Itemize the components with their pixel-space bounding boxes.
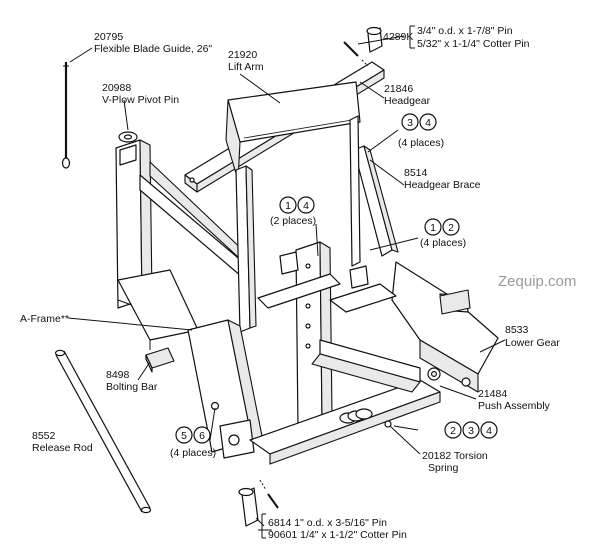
label-part-number: 20182 Torsion	[422, 450, 488, 462]
label-cotter-spec: 90601 1/4" x 1-1/2" Cotter Pin	[268, 529, 407, 541]
callout-5-6-bottom: 5 6	[175, 426, 211, 444]
callout-number: 5	[181, 430, 187, 442]
callout-circle	[444, 421, 462, 439]
mounting-lugs	[279, 251, 471, 315]
label-quantity: (4 places)	[170, 447, 216, 459]
label-quantity: (2 places)	[270, 215, 316, 227]
label-part-name: Release Rod	[32, 442, 93, 454]
label-pin-spec: 6814 1" o.d. x 3-5/16" Pin	[268, 517, 387, 529]
callout-circle	[480, 421, 498, 439]
headgear-part	[225, 81, 361, 181]
callout-1-4-mid: 1 4	[279, 196, 315, 214]
label-part-number: 8498	[106, 369, 130, 381]
label-quantity: (4 places)	[398, 137, 444, 149]
leader-lines	[67, 35, 506, 531]
callout-number: 4	[486, 425, 492, 437]
top-pin-part	[343, 26, 383, 67]
push-assembly-part	[249, 283, 441, 465]
a-frame-part	[115, 131, 251, 350]
label-part-number: 20988	[102, 82, 131, 94]
callout-circle	[279, 196, 297, 214]
label-part-number: 4289K	[383, 31, 413, 43]
callout-number: 3	[407, 117, 413, 129]
label-part-number: 20795	[94, 31, 123, 43]
label-part-name: Flexible Blade Guide, 26"	[94, 43, 212, 55]
label-part-name: Headgear Brace	[404, 179, 481, 191]
callout-number: 1	[285, 200, 291, 212]
left-side-plate-part	[187, 319, 263, 459]
label-part-name: Push Assembly	[478, 400, 551, 412]
label-part-name: Lift Arm	[228, 61, 264, 73]
headgear-brace-part	[235, 115, 399, 333]
callout-1-2-right: 1 2	[424, 218, 460, 236]
flexible-blade-guide-part	[61, 62, 71, 169]
callout-circle	[424, 218, 442, 236]
label-part-number: 8552	[32, 430, 56, 442]
label-part-number: 21920	[228, 49, 257, 61]
bolting-bar-part	[145, 347, 175, 373]
label-part-name: Lower Gear	[505, 337, 560, 349]
label-part-number: 8533	[505, 324, 529, 336]
callout-number: 2	[450, 425, 456, 437]
callout-2-3-4-bottom-right: 2 3 4	[444, 421, 498, 439]
label-pin-spec: 3/4" o.d. x 1-7/8" Pin	[417, 25, 513, 37]
callout-circle	[297, 196, 315, 214]
watermark: Zequip.com	[498, 273, 576, 290]
label-quantity: (4 places)	[420, 237, 466, 249]
pin-bracket-top	[409, 25, 415, 49]
callout-number: 6	[199, 430, 205, 442]
label-part-number: 8514	[404, 167, 428, 179]
callout-3-4-top: 3 4	[401, 113, 437, 131]
callout-number: 4	[425, 117, 431, 129]
label-part-name: Spring	[428, 462, 459, 474]
release-rod-part	[54, 349, 152, 514]
callout-number: 1	[430, 222, 436, 234]
callout-circle	[175, 426, 193, 444]
label-part-name: A-Frame**	[20, 313, 69, 325]
torsion-spring-part	[339, 408, 392, 428]
center-column-part	[257, 241, 341, 429]
callout-number: 4	[303, 200, 309, 212]
label-part-number: 21484	[478, 388, 507, 400]
label-part-name: V-Plow Pivot Pin	[102, 94, 179, 106]
callout-number: 3	[468, 425, 474, 437]
callout-circle	[401, 113, 419, 131]
callout-circle	[442, 218, 460, 236]
callout-circle	[419, 113, 437, 131]
label-part-name: Bolting Bar	[106, 381, 158, 393]
label-part-number: 21846	[384, 83, 413, 95]
callout-number: 2	[448, 222, 454, 234]
callout-circle	[462, 421, 480, 439]
pin-bracket-bottom	[261, 513, 266, 539]
callout-circle	[193, 426, 211, 444]
label-part-name: Headgear	[384, 95, 431, 107]
label-cotter-spec: 5/32" x 1-1/4" Cotter Pin	[417, 38, 530, 50]
